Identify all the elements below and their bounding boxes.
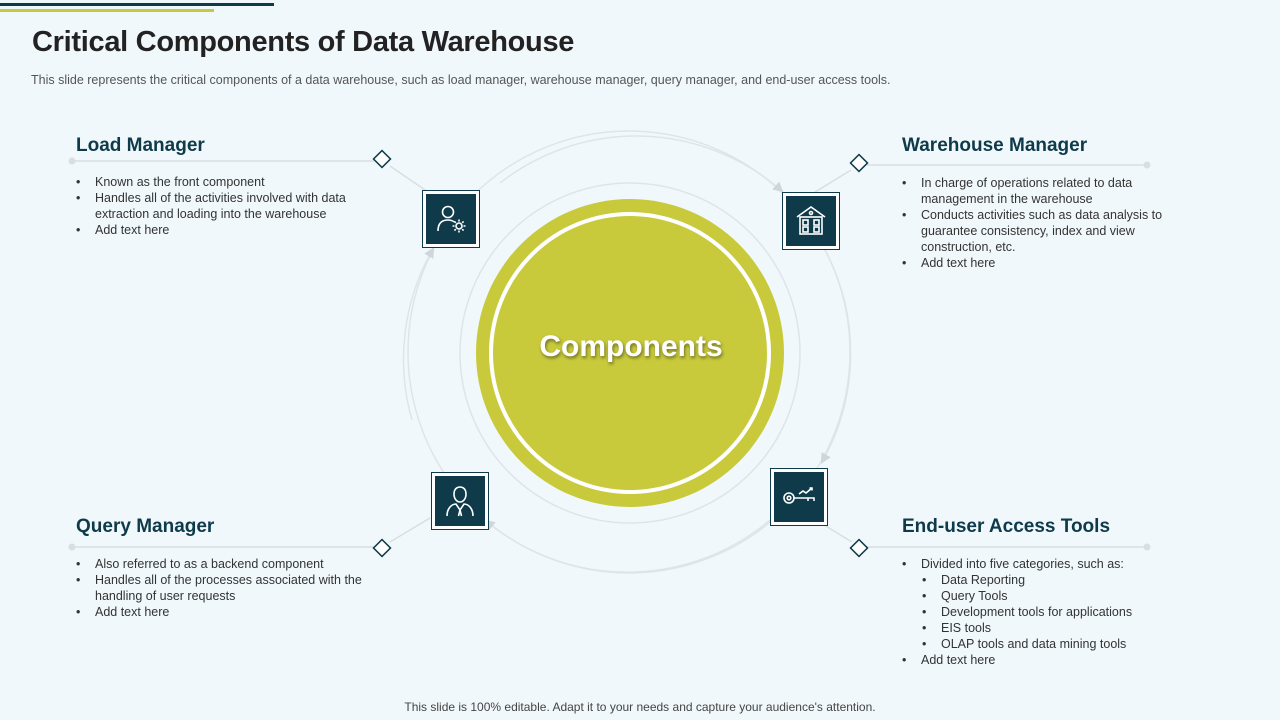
center-circle (476, 199, 784, 507)
warehouse-manager-icon-box (783, 193, 839, 249)
diamond-marker-tools (849, 538, 869, 558)
list-item: Handles all of the processes associated … (76, 572, 386, 604)
list-item: Add text here (76, 222, 376, 238)
sub-list-item: EIS tools (902, 620, 1202, 636)
end-user-tools-intro: Divided into five categories, such as: (921, 557, 1124, 571)
endpoint-dot-query (68, 543, 76, 551)
top-accent-bar-dark (0, 3, 274, 6)
list-item: Divided into five categories, such as: D… (902, 556, 1202, 652)
end-user-tools-title: End-user Access Tools (902, 516, 1111, 537)
footer-note: This slide is 100% editable. Adapt it to… (404, 700, 876, 714)
warehouse-manager-bullets: In charge of operations related to data … (902, 175, 1192, 271)
top-accent-bar-lime (0, 9, 214, 12)
list-item: Also referred to as a backend component (76, 556, 386, 572)
end-user-tools-sublist: Data Reporting Query Tools Development t… (902, 572, 1202, 652)
diamond-marker-warehouse (849, 153, 869, 173)
endpoint-dot-load (68, 157, 76, 165)
end-user-tools-icon-box (771, 469, 827, 525)
end-user-tools-bullets: Divided into five categories, such as: D… (902, 556, 1202, 668)
ring-arrow-right (820, 247, 852, 464)
connector-query-d (389, 517, 431, 543)
warehouse-icon (796, 206, 826, 235)
key-chart-icon (783, 487, 815, 504)
slide-subtitle: This slide represents the critical compo… (31, 73, 891, 87)
list-item: Conducts activities such as data analysi… (902, 207, 1192, 255)
inner-ring (459, 182, 801, 524)
diamond-marker-query (372, 538, 392, 558)
list-item: Add text here (902, 255, 1192, 271)
sub-list-item: Data Reporting (902, 572, 1202, 588)
query-manager-bullets: Also referred to as a backend component … (76, 556, 386, 620)
load-manager-title: Load Manager (76, 135, 205, 156)
diamond-marker-load (372, 149, 392, 169)
list-item: Add text here (902, 652, 1202, 668)
warehouse-manager-title: Warehouse Manager (902, 135, 1088, 156)
ring-arrow-top (499, 135, 784, 193)
ring-arrow-left (402, 247, 435, 421)
list-item: Add text here (76, 604, 386, 620)
query-manager-icon-box (432, 473, 488, 529)
sub-list-item: Development tools for applications (902, 604, 1202, 620)
connector-load-d (389, 165, 429, 193)
center-label: Components (539, 330, 723, 363)
connector-tools-d (823, 524, 853, 543)
load-manager-icon-box (423, 191, 479, 247)
ring-arrow-bottom (484, 519, 771, 573)
connector-warehouse-d (811, 169, 852, 195)
query-manager-title: Query Manager (76, 516, 215, 537)
user-settings-icon (437, 205, 466, 233)
center-circle-inner-line (489, 212, 771, 494)
endpoint-dot-warehouse (1143, 161, 1151, 169)
businessman-icon (446, 486, 474, 517)
list-item: In charge of operations related to data … (902, 175, 1192, 207)
sub-list-item: OLAP tools and data mining tools (902, 636, 1202, 652)
load-manager-bullets: Known as the front component Handles all… (76, 174, 376, 238)
slide-title: Critical Components of Data Warehouse (32, 26, 575, 58)
sub-list-item: Query Tools (902, 588, 1202, 604)
list-item: Handles all of the activities involved w… (76, 190, 376, 222)
endpoint-dot-tools (1143, 543, 1151, 551)
list-item: Known as the front component (76, 174, 376, 190)
